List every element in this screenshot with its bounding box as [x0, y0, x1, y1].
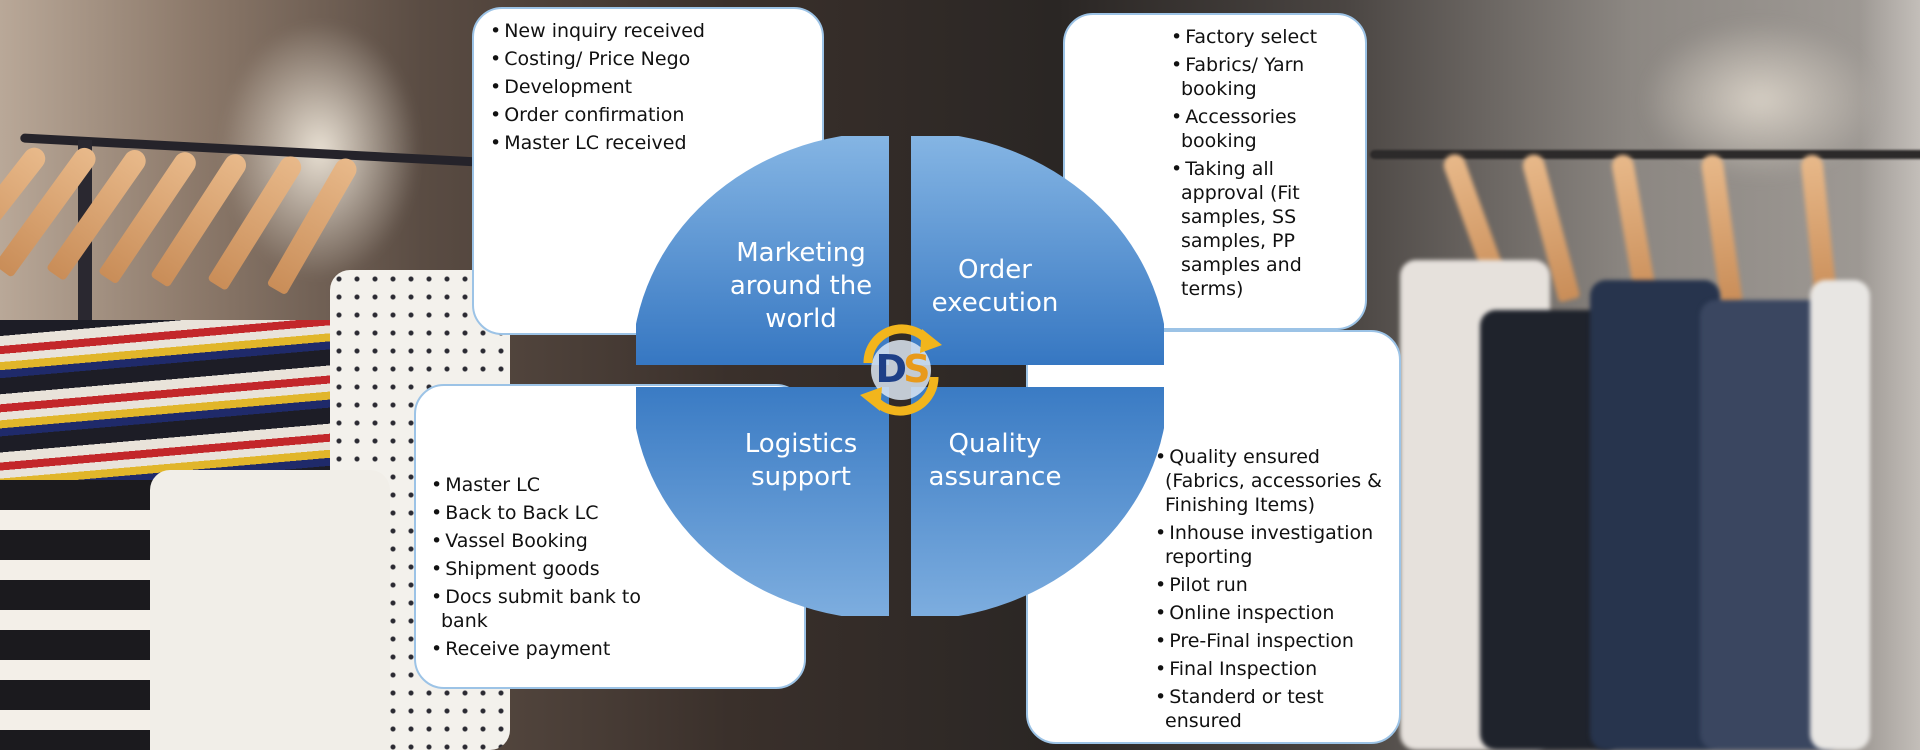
bullet-item: Development — [490, 75, 790, 99]
company-logo: DS — [846, 315, 956, 425]
bullet-item: Master LC — [431, 473, 661, 497]
marketing-list: New inquiry receivedCosting/ Price NegoD… — [490, 19, 790, 155]
logo-letter-s: S — [903, 347, 930, 391]
bullet-item: Fabrics/ Yarn booking — [1171, 53, 1361, 101]
logo-letters: DS — [868, 348, 934, 390]
bullet-item: Final Inspection — [1155, 657, 1391, 681]
bullet-item: Pre-Final inspection — [1155, 629, 1391, 653]
bullet-item: Taking all approval (Fit samples, SS sam… — [1171, 157, 1361, 301]
bullet-item: Accessories booking — [1171, 105, 1361, 153]
bullet-item: Online inspection — [1155, 601, 1391, 625]
cycle-circle-diagram — [636, 136, 1164, 616]
quadrant-label-marketing: Marketing around the world — [729, 238, 873, 334]
logo-letter-d: D — [875, 347, 907, 391]
bullet-item: Vassel Booking — [431, 529, 661, 553]
white-top — [150, 470, 390, 750]
quadrant-marketing — [636, 136, 889, 365]
bullet-item: Master LC received — [490, 131, 790, 155]
bullet-item: Order confirmation — [490, 103, 790, 127]
quality-list: Quality ensured (Fabrics, accessories & … — [1155, 445, 1391, 733]
quadrant-quality — [911, 387, 1164, 616]
bullet-item: New inquiry received — [490, 19, 790, 43]
order-list: Factory selectFabrics/ Yarn bookingAcces… — [1171, 25, 1361, 301]
clothes-rail-right — [1370, 150, 1920, 159]
bullet-item: Costing/ Price Nego — [490, 47, 790, 71]
bullet-item: Back to Back LC — [431, 501, 661, 525]
bullet-item: Receive payment — [431, 637, 661, 661]
bullet-item: Inhouse investigation reporting — [1155, 521, 1391, 569]
quadrant-label-order-execution: Order execution — [931, 255, 1059, 318]
bullet-item: Factory select — [1171, 25, 1361, 49]
bullet-item: Pilot run — [1155, 573, 1391, 597]
bullet-item: Docs submit bank to bank — [431, 585, 661, 633]
hanging-garment — [1590, 280, 1720, 750]
bullet-item: Shipment goods — [431, 557, 661, 581]
quadrant-order-execution — [911, 136, 1164, 365]
quadrant-label-quality: Quality assurance — [928, 429, 1062, 492]
bullet-item: Standerd or test ensured — [1155, 685, 1391, 733]
wooden-hanger — [98, 147, 201, 285]
quadrant-label-logistics: Logistics support — [744, 429, 858, 492]
hanging-garment — [1810, 280, 1870, 750]
wooden-hanger — [45, 145, 151, 282]
logistics-list: Master LC Back to Back LC Vassel BookingSh… — [431, 473, 661, 661]
background-light — [1860, 0, 1920, 750]
cycle-arrows-icon — [860, 324, 942, 416]
bullet-item: Quality ensured (Fabrics, accessories & … — [1155, 445, 1391, 517]
quadrant-logistics — [636, 387, 889, 616]
